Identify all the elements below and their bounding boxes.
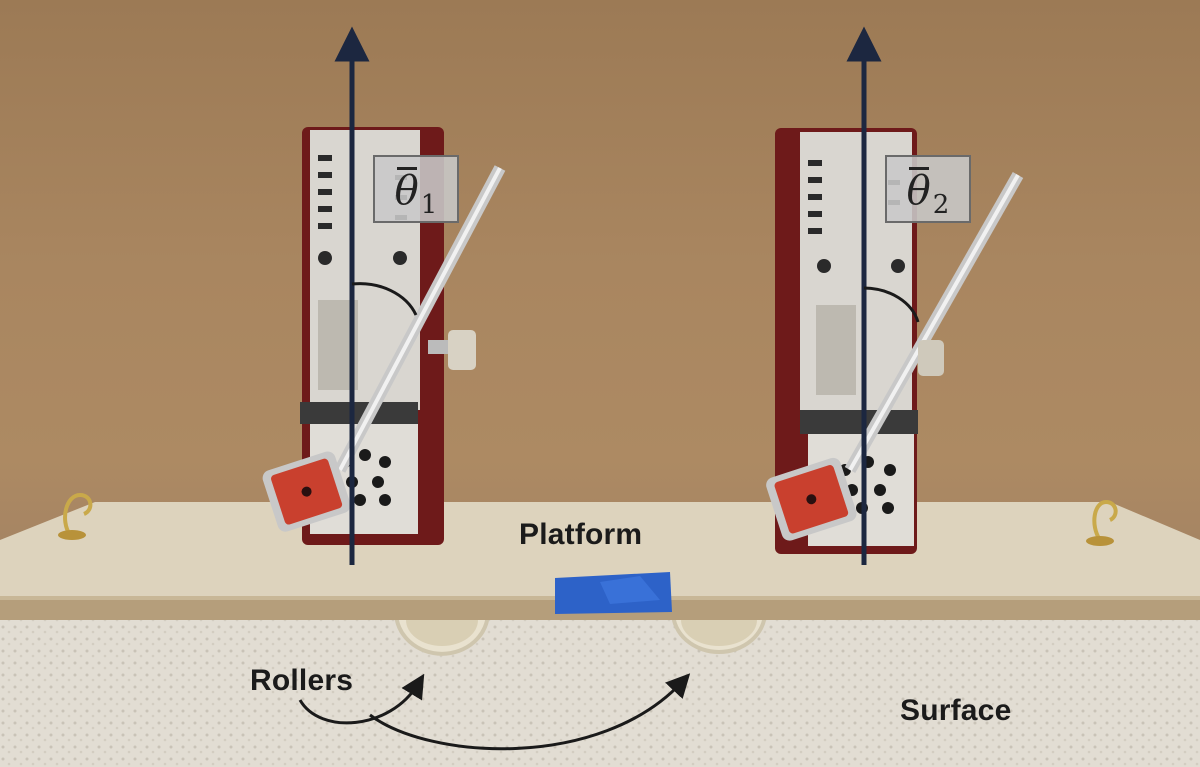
- angle-label-theta1: θ1: [373, 155, 459, 223]
- platform: [0, 492, 1200, 620]
- platform-label: Platform: [519, 518, 643, 551]
- theta2-symbol: θ: [907, 157, 931, 225]
- angle-label-theta2: θ2: [885, 155, 971, 223]
- rollers-label: Rollers: [250, 664, 354, 697]
- roller-pointer-arrow-1: [298, 673, 425, 725]
- angle-arc-1: [351, 282, 418, 316]
- theta2-subscript: 2: [932, 190, 950, 220]
- theta1-subscript: 1: [420, 190, 438, 220]
- metronome-2: [766, 128, 1024, 554]
- roller-pointer-arrow-2: [369, 673, 691, 751]
- surface: [0, 612, 1200, 767]
- angle-arc-2: [863, 286, 920, 323]
- surface-label: Surface: [900, 694, 1012, 727]
- theta1-symbol: θ: [395, 157, 419, 225]
